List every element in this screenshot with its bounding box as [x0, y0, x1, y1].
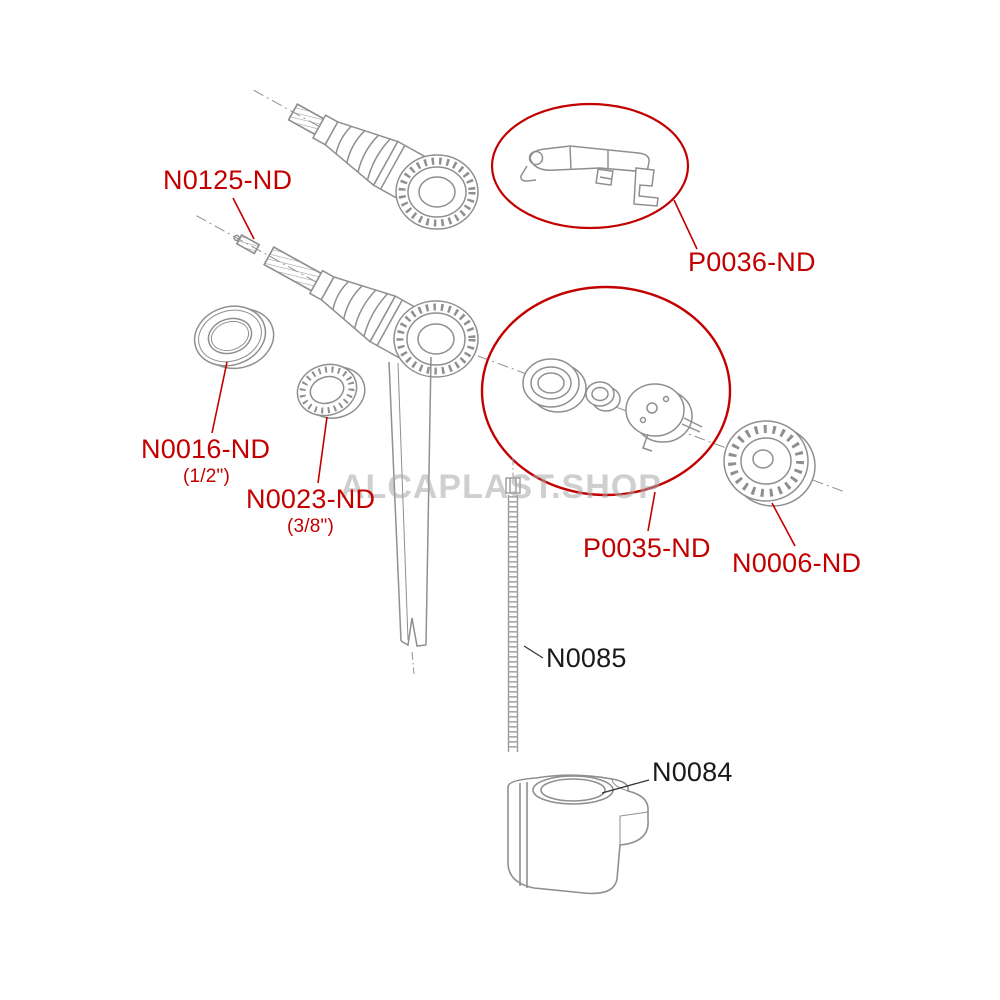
leader-n0084: [601, 779, 650, 794]
part-label-n0085: N0085: [546, 643, 627, 673]
nut-part-n0016: [193, 305, 275, 370]
highlight-ellipse-p0036: [490, 102, 690, 230]
valve-body-assembly: [196, 215, 479, 675]
leader-n0125: [232, 197, 255, 240]
part-label-p0036: P0036-ND: [688, 247, 816, 277]
leader-lines: [211, 197, 796, 794]
leader-n0023: [317, 416, 328, 484]
part-size-n0023: (3/8"): [287, 516, 335, 537]
leader-p0035: [647, 491, 656, 532]
part-label-n0016: N0016-ND: [141, 434, 271, 464]
seal-washer: [522, 358, 587, 413]
leader-n0085: [523, 645, 544, 659]
ribbed-nut-body: [393, 300, 479, 378]
ribbed-nut-top: [395, 154, 479, 230]
leader-p0036: [673, 199, 698, 250]
lever-part-p0036: [490, 102, 690, 230]
part-label-n0125: N0125-ND: [163, 165, 293, 195]
diaphragm-parts-p0035: [477, 285, 846, 497]
leader-n0006: [771, 502, 796, 547]
part-label-p0035: P0035-ND: [583, 533, 711, 563]
part-label-n0084: N0084: [652, 757, 733, 787]
threaded-rod-n0085: [505, 458, 521, 752]
ring-part-n0023: [296, 363, 366, 419]
cap-part-n0006: [723, 420, 816, 507]
valve-cartridge: [625, 383, 703, 452]
valve-tube: [388, 356, 432, 675]
highlight-ellipse-p0035: [480, 285, 732, 497]
valve-assembly-complete: [253, 89, 479, 230]
pin-part-n0125: [233, 234, 261, 255]
float-cup-n0084: [507, 774, 649, 895]
part-label-n0006: N0006-ND: [732, 548, 862, 578]
part-size-n0016: (1/2"): [183, 466, 231, 487]
part-label-n0023: N0023-ND: [246, 484, 376, 514]
small-ring: [585, 381, 621, 412]
leader-n0016: [211, 361, 228, 434]
